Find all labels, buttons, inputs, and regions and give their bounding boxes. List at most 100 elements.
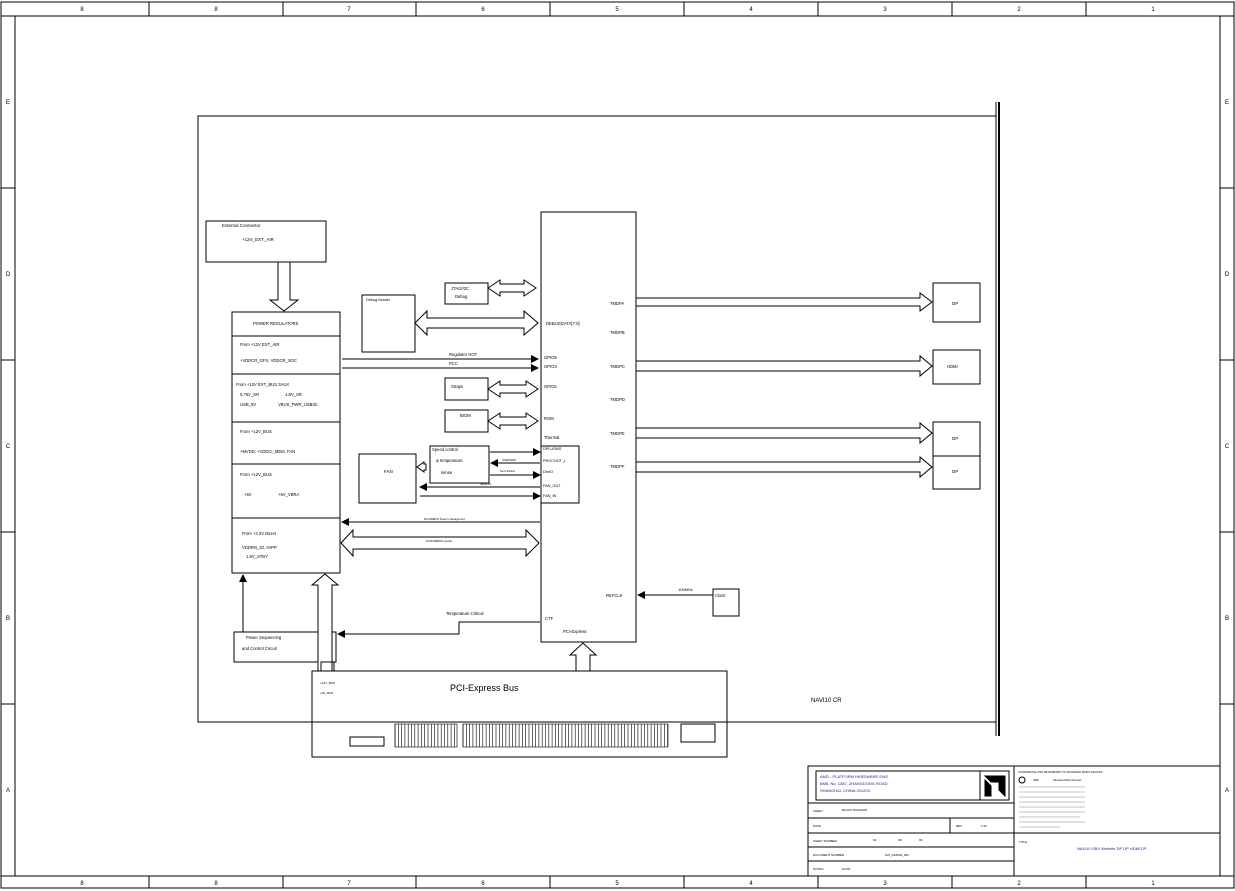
pcie-note-3v: +3V_BUS bbox=[320, 691, 333, 695]
tb-notes-label: NOTES bbox=[813, 867, 823, 871]
gpu-gpios: GPIOs bbox=[544, 384, 557, 389]
freq-100-label: 100MHz bbox=[678, 587, 693, 592]
tb-confidential: CONFIDENTIAL AND PROPRIETARY TO ADVANCED… bbox=[1018, 770, 1103, 774]
power-seq-line2: and Control Circuit bbox=[242, 646, 278, 651]
pr-s2-a: 0.75V_SR bbox=[240, 392, 259, 397]
board-name: NAVI10 CR bbox=[811, 698, 842, 704]
gpu-rom: ROM bbox=[544, 416, 554, 421]
tmds-f: TMDPF bbox=[610, 464, 625, 469]
power-regulators-title: POWER REGULATORS bbox=[253, 321, 299, 326]
tb-sheet-total: 99 bbox=[919, 838, 923, 842]
gpu-refclk: REFCLK bbox=[606, 593, 623, 598]
display-connectors bbox=[932, 282, 981, 490]
dp-output-1: DP bbox=[952, 301, 958, 306]
col-label: 5 bbox=[615, 881, 619, 887]
pr-s5-b: 1.8V_STBY bbox=[246, 554, 268, 559]
gpu-gpio5: GPIO5 bbox=[544, 355, 557, 360]
gpu-gpio4: GPIO4 bbox=[544, 364, 557, 369]
col-label: 3 bbox=[883, 7, 887, 13]
fan-block: FAN bbox=[358, 453, 417, 504]
gpu-t1: DPLUSMS bbox=[543, 447, 562, 451]
pcie-to-seq-connector bbox=[320, 661, 335, 671]
regulator-hot-label: Regulator HOT bbox=[449, 352, 478, 357]
col-label: 3 bbox=[883, 881, 887, 887]
tb-address1: BNB, No. 1387, ZHANGDONG ROAD bbox=[820, 781, 888, 786]
power-seq-line1: Power Sequencing bbox=[246, 635, 282, 640]
tb-company: AMD - PLATFORM HARDWARE ENG bbox=[820, 774, 888, 779]
col-label: 4 bbox=[749, 881, 753, 887]
pr-s1-rails: +VDDCR_GFX, VDDCR_SOC bbox=[240, 358, 297, 363]
tmds-c: TMDPC bbox=[610, 364, 625, 369]
tmds-e: TMDPE bbox=[610, 431, 625, 436]
row-label: B bbox=[6, 616, 10, 622]
row-label: A bbox=[6, 788, 10, 794]
temp-monitor-label: Temp Monitor bbox=[500, 470, 515, 473]
tb-sheet-value: BLOCK DIAGRAM bbox=[842, 808, 868, 812]
row-label: D bbox=[1225, 272, 1230, 278]
speed-control-line2: & temperature bbox=[436, 458, 463, 463]
tb-title-value: NAVI10 GBX Website DP DP HDMI DP bbox=[1077, 846, 1147, 851]
i2c-mgmt-label: I2C/SMBUS Power management bbox=[424, 517, 465, 521]
col-label: 7 bbox=[347, 7, 351, 13]
pr-s3-from: From +12V_BUS bbox=[240, 429, 272, 434]
clock-block: Clock bbox=[712, 588, 740, 617]
svi2-bus-arrow bbox=[340, 528, 540, 558]
col-label: 1 bbox=[1151, 881, 1155, 887]
pr-s2-c: USB_5V bbox=[240, 402, 256, 407]
pr-s2-d: VBUS_PWR_USB3C bbox=[278, 402, 318, 407]
pr-s4-b: +5V_VBRA bbox=[278, 492, 300, 497]
power-arrow-down bbox=[268, 261, 300, 312]
tb-title-label: TITLE bbox=[1019, 840, 1027, 844]
pr-s5-from: From +3.3V Direct bbox=[242, 531, 277, 536]
tb-sheet-label: SHEET bbox=[813, 809, 823, 813]
speed-ctrl-label: Speed ctrl bbox=[480, 483, 492, 486]
tmds-b: TMDPB bbox=[610, 330, 625, 335]
confidential-text-lines bbox=[1019, 786, 1085, 828]
tb-conf-amd: AMD bbox=[1033, 778, 1039, 782]
jtag-line1: JTAG/I2C bbox=[451, 286, 469, 291]
gpu-ctf: CTF bbox=[545, 616, 554, 621]
row-label: A bbox=[1225, 788, 1229, 794]
jtag-block: JTAG/I2C Debug bbox=[444, 282, 489, 305]
tb-date-label: DATE bbox=[813, 824, 821, 828]
gpu-pcie: PCI-Express bbox=[563, 629, 587, 634]
tmds-d: TMDPD bbox=[610, 397, 625, 402]
straps-label: Straps bbox=[451, 384, 463, 389]
speed-control-block: Speed control & temperature sense bbox=[429, 445, 490, 484]
tb-address2: SHANGHAI, CHINA 201203 bbox=[820, 788, 871, 793]
power-regulators-block bbox=[231, 311, 341, 574]
fan-bus-arrow bbox=[416, 461, 427, 473]
row-label: E bbox=[6, 100, 10, 106]
straps-bus-arrow bbox=[487, 380, 539, 398]
tb-doc-number: 105_D18604_000 bbox=[885, 853, 909, 857]
pcie-power-arrow-up bbox=[310, 573, 340, 672]
external-connector-title: External Connector bbox=[222, 223, 261, 228]
pr-s2-b: 1.8V_SR bbox=[285, 392, 302, 397]
dp-output-3: DP bbox=[952, 469, 958, 474]
pr-s3-rails: +MVDD, +VDDCI_MEM, FAN bbox=[240, 449, 295, 454]
tb-sheet-of: 02 bbox=[873, 838, 877, 842]
speed-control-line1: Speed control bbox=[432, 447, 458, 452]
pcie-bus-title: PCI-Express Bus bbox=[450, 683, 519, 693]
thermal-signal-lines bbox=[419, 448, 541, 500]
col-label: 4 bbox=[749, 7, 753, 13]
col-label: 8 bbox=[80, 7, 84, 13]
pcie-bus-block: PCI-Express Bus +12V_BUS +3V_BUS bbox=[311, 670, 728, 758]
rom-bus-arrow bbox=[487, 412, 539, 430]
pr-s4-from: From +12V_BUS bbox=[240, 472, 272, 477]
tb-doc-number-label: DOCUMENT NUMBER bbox=[813, 853, 845, 857]
col-label: 2 bbox=[1017, 7, 1021, 13]
pr-s1-from: From +12V EXT_AIR bbox=[240, 342, 279, 347]
board-outline bbox=[197, 102, 1000, 736]
tb-sheet-number-label: SHEET NUMBER bbox=[813, 839, 838, 843]
jtag-bus-arrow bbox=[487, 279, 537, 297]
gpu-thermal: Thermal bbox=[544, 435, 559, 440]
display-output-arrows bbox=[635, 292, 933, 479]
jtag-line2: Debug bbox=[455, 294, 468, 299]
temp-critical-line bbox=[337, 621, 540, 638]
tb-notes-value: NOTE bbox=[842, 867, 850, 871]
gpu-t5: FAN_IN bbox=[543, 494, 557, 498]
col-label: 6 bbox=[481, 881, 485, 887]
